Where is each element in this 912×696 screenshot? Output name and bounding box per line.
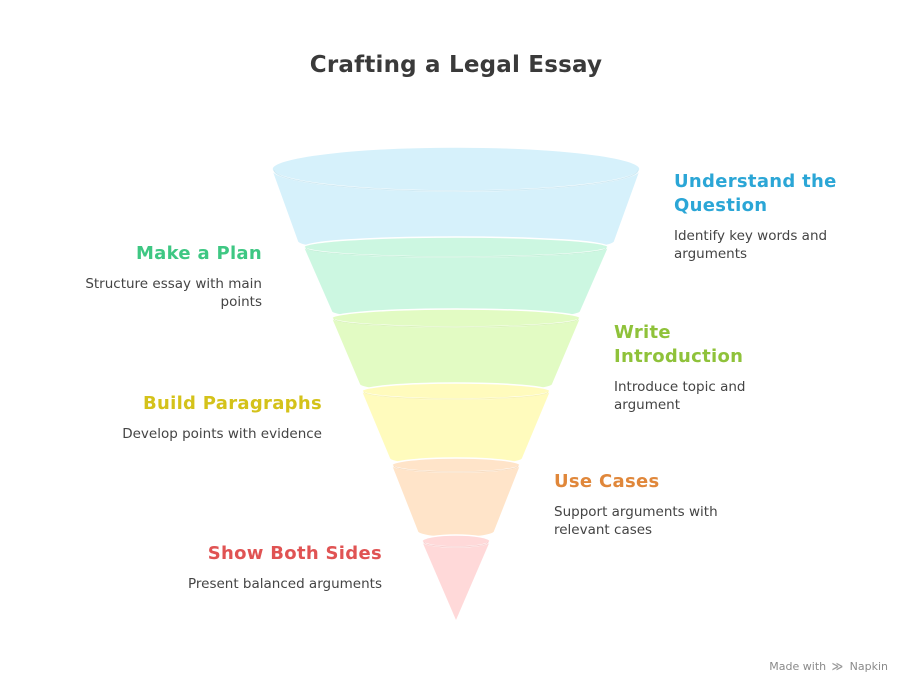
napkin-logo-icon: ≫ <box>831 660 844 673</box>
funnel-segment-3 <box>331 308 581 392</box>
stage-title: Make a Plan <box>135 243 262 264</box>
stage-description: Introduce topic and argument <box>614 379 746 413</box>
stage-label-understand-question: Understand the Question Identify key wor… <box>674 170 874 263</box>
stage-title: Build Paragraphs <box>142 393 322 414</box>
credit-brand: Napkin <box>849 660 888 673</box>
funnel-segment-rim <box>333 318 579 328</box>
stage-description: Support arguments with relevant cases <box>554 504 718 538</box>
funnel-segment-rim <box>393 465 519 473</box>
stage-title: Show Both Sides <box>207 543 382 564</box>
stage-label-write-introduction: Write Introduction Introduce topic and a… <box>614 321 774 414</box>
diagram-title: Crafting a Legal Essay <box>309 52 603 78</box>
stage-description: Present balanced arguments <box>187 576 382 592</box>
made-with-credit: Made with ≫ Napkin <box>769 660 888 673</box>
funnel-segment-1 <box>271 146 641 253</box>
stage-description: Identify key words and arguments <box>674 228 828 262</box>
stage-description: Structure essay with main points <box>85 276 262 310</box>
stage-title: Use Cases <box>554 471 660 492</box>
funnel-segment-4 <box>361 382 551 465</box>
stage-title: Understand the Question <box>674 171 837 216</box>
stage-label-build-paragraphs: Build Paragraphs Develop points with evi… <box>112 392 322 443</box>
stage-title: Write Introduction <box>614 322 744 367</box>
stage-label-use-cases: Use Cases Support arguments with relevan… <box>554 470 754 539</box>
stage-label-make-plan: Make a Plan Structure essay with main po… <box>62 242 262 311</box>
funnel-segment-body <box>272 169 640 253</box>
funnel-segment-body <box>392 465 520 537</box>
funnel-segment-2 <box>303 236 609 320</box>
funnel-segment-body <box>422 541 490 620</box>
stage-label-show-both-sides: Show Both Sides Present balanced argumen… <box>172 542 382 593</box>
funnel-segment-rim <box>423 541 489 548</box>
credit-prefix: Made with <box>769 660 827 673</box>
stage-description: Develop points with evidence <box>122 426 322 442</box>
funnel-segment-rim <box>305 247 607 258</box>
funnel-segment-body <box>304 247 608 320</box>
funnel-segment-body <box>332 318 580 392</box>
funnel-segment-5 <box>391 457 521 537</box>
funnel-segment-body <box>362 391 550 465</box>
funnel-segment-rim <box>273 169 639 192</box>
funnel-segment-6 <box>421 534 491 620</box>
funnel-segment-rim <box>363 391 549 400</box>
